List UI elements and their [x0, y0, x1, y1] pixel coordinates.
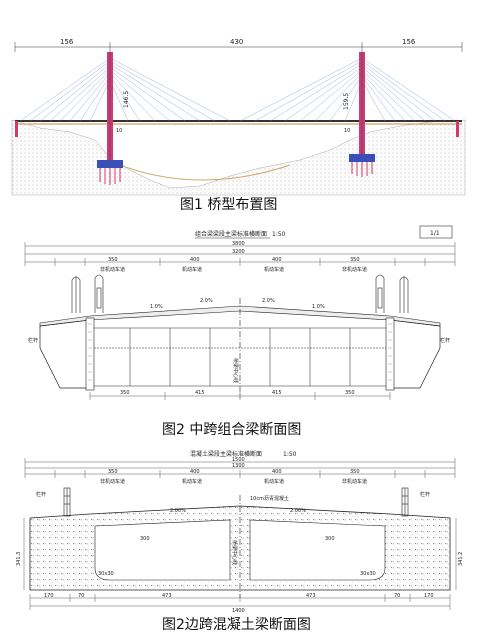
slope-4: 1.0% — [312, 304, 325, 310]
centerline-label: 桥梁中心线 — [232, 358, 239, 383]
lane-label-4: 非机动车道 — [342, 266, 367, 273]
left-void — [94, 519, 231, 581]
main-girder-left — [85, 317, 95, 391]
dim-left-walk: 350 — [108, 257, 118, 263]
left-note: 栏杆 — [28, 337, 38, 344]
left-end-pier — [15, 121, 18, 137]
slope3-left: 2.00% — [170, 508, 186, 514]
lane-label-1: 非机动车道 — [100, 266, 125, 273]
bottom3-total: 1400 — [232, 608, 245, 614]
section2-title: 组合梁梁段主梁标准横断面 — [195, 230, 267, 238]
slope-1: 1.0% — [150, 304, 163, 310]
span-label-main: 430 — [230, 38, 243, 46]
right-railing — [375, 274, 409, 313]
bottom-dim-1: 350 — [120, 390, 130, 396]
right-note: 栏杆 — [440, 337, 450, 344]
right-void — [249, 519, 386, 581]
section2-scale: 1:50 — [272, 231, 286, 238]
bottom3-dim-5: 70 — [394, 593, 400, 599]
bottom3-dim-3: 473 — [162, 593, 172, 599]
left-foundation — [97, 160, 123, 168]
span-label-left: 156 — [60, 38, 74, 46]
section3-title: 混凝土梁段主梁标准横断面 — [190, 450, 262, 458]
right-foundation-label: 10 — [344, 128, 350, 134]
left-railing — [71, 274, 104, 313]
composite-girder-section: 组合梁梁段主梁标准横断面 1:50 1/1 3800 3200 350 400 … — [24, 225, 456, 400]
left-foundation-label: 10 — [116, 128, 122, 134]
lane-label-2: 机动车道 — [182, 266, 202, 273]
dim-right-walk: 350 — [350, 257, 360, 263]
dim3-left-walk: 350 — [108, 469, 118, 475]
right-tower-cables — [239, 57, 456, 122]
steel-box-outline — [39, 319, 441, 389]
ratio-box: 1/1 — [430, 230, 440, 237]
bottom3-dim-2: 70 — [78, 593, 84, 599]
deck-note: 10cm沥青混凝土 — [250, 495, 289, 502]
right-note-3: 栏杆 — [420, 491, 430, 498]
height-left: 341.3 — [16, 552, 22, 566]
dim3-deck: 1300 — [232, 463, 245, 469]
figure2-caption: 图2 中跨组合梁断面图 — [162, 422, 302, 438]
section3-scale: 1:50 — [283, 451, 297, 458]
left-terrain — [11, 119, 466, 196]
right-railing-3 — [401, 487, 409, 517]
lane-label-3: 机动车道 — [264, 266, 284, 273]
bottom3-dim-1: 170 — [44, 593, 54, 599]
bottom-dim-3: 415 — [272, 390, 282, 396]
left-tower-height: 146.5 — [123, 91, 130, 108]
centerline-label-3: 桥梁中心线 — [231, 540, 238, 565]
dim3-right-lane: 400 — [272, 469, 282, 475]
right-end-pier — [456, 121, 459, 137]
dim-deck-width: 3200 — [232, 249, 245, 255]
concrete-girder-section: 混凝土梁段主梁标准横断面 1:50 1500 1300 350 400 400 … — [16, 450, 464, 614]
dim3-right-walk: 350 — [350, 469, 360, 475]
lane3-label-2: 机动车道 — [182, 478, 202, 485]
left-tower-cables — [19, 57, 231, 122]
dim3-left-lane: 400 — [190, 469, 200, 475]
figure3-caption: 图2边跨混凝土梁断面图 — [162, 617, 311, 633]
slope-3: 2.0% — [262, 298, 275, 304]
chamfer-left: 30x30 — [98, 571, 114, 577]
dim3-total: 1500 — [232, 457, 245, 463]
figure1-caption: 图1 桥型布置图 — [180, 197, 278, 213]
dim-left-lane: 400 — [190, 257, 200, 263]
main-girder-right — [385, 317, 395, 391]
bottom3-dim-6: 170 — [424, 593, 434, 599]
slope3-right: 2.00% — [290, 508, 306, 514]
riverbed-line — [119, 164, 291, 181]
bottom3-dim-4: 473 — [306, 593, 316, 599]
lane3-label-1: 非机动车道 — [100, 478, 125, 485]
height-right: 341.2 — [458, 552, 464, 566]
slope-2: 2.0% — [200, 298, 213, 304]
chamfer-right: 30x30 — [360, 571, 376, 577]
bottom-dim-2: 415 — [195, 390, 205, 396]
span-label-right: 156 — [402, 38, 416, 46]
lane3-label-3: 机动车道 — [264, 478, 284, 485]
bottom-dim-4: 350 — [345, 390, 355, 396]
dim-right-lane: 400 — [272, 257, 282, 263]
dim-total-width: 3800 — [232, 241, 245, 247]
void-label-right: 300 — [325, 536, 335, 542]
left-railing-3 — [63, 487, 71, 517]
void-label-left: 300 — [140, 536, 150, 542]
right-tower-height: 159.5 — [343, 93, 350, 110]
left-note-3: 栏杆 — [36, 491, 46, 498]
lane3-label-4: 非机动车道 — [342, 478, 367, 485]
right-foundation — [349, 154, 375, 162]
bridge-elevation-figure: 156 430 156 146.5 159.5 10 10 — [11, 38, 466, 196]
